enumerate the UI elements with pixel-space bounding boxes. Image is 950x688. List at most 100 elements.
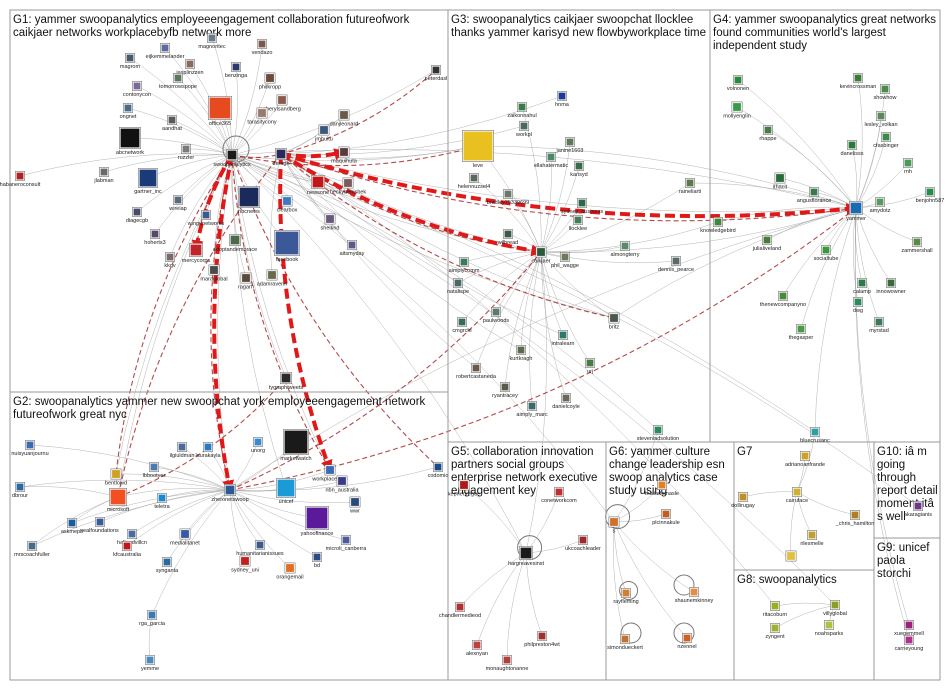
node-myrstad[interactable]: myrstad [869,317,889,334]
node-julialiveland[interactable]: julialiveland [752,235,781,252]
node-vendazo[interactable]: vendazo [252,39,273,56]
node-lbbootyer[interactable]: lbbootyer [143,462,166,479]
node-rhappe[interactable]: rhappe [759,125,777,142]
node-g7node[interactable] [785,550,797,562]
node-plcinnakule[interactable]: plcinnakule [652,509,680,526]
node-abcnetwork[interactable]: abcnetwork [116,127,144,156]
node-microli_canberra[interactable]: microli_canberra [326,535,368,552]
node-peterdasl[interactable]: peterdasl [425,65,448,82]
node-orangemail[interactable]: orangemail [276,562,304,581]
node-zyngent[interactable]: zyngent [765,623,785,640]
node-danielcoyle[interactable]: danielcoyle [552,393,580,410]
node-steveniadsolution[interactable]: steveniadsolution [637,425,680,442]
node-phil_wagge[interactable]: phil_wagge [551,252,579,269]
node-zaikonnahul[interactable]: zaikonnahul [507,102,537,119]
node-leve[interactable]: leve [462,130,494,169]
node-zammershall[interactable]: zammershall [901,237,933,254]
node-laurakayla[interactable]: laurakayla [195,442,221,459]
node-tarasitycony[interactable]: tarasitycony [247,107,277,126]
node-danjleonard[interactable]: danjleonard [330,109,359,128]
node-adamravenn[interactable]: adamravenn [257,269,288,288]
node-helennuzsel4[interactable]: helennuzsel4 [458,173,490,190]
node-chandlermedieod[interactable]: chandlermedieod [439,602,481,619]
node-karisyd[interactable]: karisyd [570,161,588,178]
node-dbrour[interactable]: dbrour [12,482,28,499]
node-jasplinzzen[interactable]: jasplinzzen [175,59,204,76]
node-benzinga[interactable]: benzinga [225,62,248,79]
node-synganta[interactable]: synganta [156,557,179,574]
node-unicef[interactable]: unicef [276,478,296,505]
node-almongterry[interactable]: almongterry [610,241,640,258]
node-gartner_inc[interactable]: gartner_inc [134,168,162,195]
node-zheronetswoop[interactable]: zheronetswoop [211,484,249,503]
node-hoherts3[interactable]: hoherts3 [144,229,166,246]
node-realfoundations[interactable]: realfoundations [81,517,119,534]
node-socialtube[interactable]: socialtube [814,245,839,262]
node-deragh[interactable]: deragh [272,148,290,167]
node-facebook[interactable]: facebook [274,230,300,263]
node-aandhat[interactable]: aandhat [162,115,182,132]
node-diagecgb[interactable]: diagecgb [126,207,148,224]
node-natalispe[interactable]: natalispe [447,278,469,295]
node-kepnertregoe[interactable]: kepnertregoe [448,479,480,498]
node-bradley75339699[interactable]: bradley75339699 [487,189,530,206]
node-rayfleming[interactable]: rayfleming [613,588,639,605]
node-caikjaer[interactable]: caikjaer [532,246,551,265]
node-mollyenglin[interactable]: mollyenglin [723,101,751,120]
node-ukcoachleader[interactable]: ukcoachleader [565,535,601,552]
node-nuisyuanjournu[interactable]: nuisyuanjournu [11,440,49,457]
node-showhow[interactable]: showhow [874,84,897,101]
node-calamp[interactable]: calamp [853,278,871,295]
node-jlabman[interactable]: jlabman [93,167,114,184]
node-hallandvillcn[interactable]: hallandvillcn [117,529,147,546]
node-jmhuitu[interactable]: jmhuitu [314,124,333,143]
node-medialitanet[interactable]: medialitanet [170,528,200,547]
node-britz[interactable]: britz [608,312,620,331]
node-ongnet[interactable]: ongnet [120,103,137,120]
node-villyglobal[interactable]: villyglobal [823,600,847,617]
node-lesley_volkan[interactable]: lesley_volkan [864,111,898,128]
node-thegasper[interactable]: thegasper [789,324,814,341]
node-aimply_marc[interactable]: aimply_marc [516,401,548,418]
node-angusflorance[interactable]: angusflorance [797,187,832,204]
node-urj[interactable]: urj [585,358,595,375]
node-workpl[interactable]: workpl [515,121,532,138]
node-eijkemmelander[interactable]: eijkemmelander [146,43,185,60]
node-ithacit[interactable]: ithacit [773,172,788,191]
node-philkropp[interactable]: philkropp [259,72,281,91]
node-unorg[interactable]: unorg [251,437,265,454]
node-maquihuta[interactable]: maquihuta [331,146,358,165]
node-thenewcompanyno[interactable]: thenewcompanyno [760,291,806,308]
node-shelknd[interactable]: shelknd [321,213,340,232]
node-tomorrowspope[interactable]: tomorrowspope [159,73,197,90]
node-simondueckert[interactable]: simondueckert [607,634,643,651]
node-paulwoods[interactable]: paulwoods [483,307,510,324]
node-ilgiuldman[interactable]: ilgiuldman [170,442,195,459]
node-innowowner[interactable]: innowowner [876,278,906,295]
node-cmgrchi[interactable]: cmgrchi [452,317,472,334]
node-nzennel[interactable]: nzennel [677,633,697,650]
node-workplacebyfb[interactable]: workplacebyfb [311,464,348,483]
node-carrieyoung[interactable]: carrieyoung [895,635,924,652]
node-danelisss[interactable]: danelisss [841,140,864,157]
node-yahoofinance[interactable]: yahoofinance [301,506,334,537]
node-adrianoanfrande[interactable]: adrianoanfrande [785,451,825,468]
node-dollirugay[interactable]: dollirugay [731,492,755,509]
node-beckybenishek[interactable]: beckybenishek [330,177,367,196]
node-codomio[interactable]: codomio [428,462,449,479]
node-mrscoachfuller[interactable]: mrscoachfuller [14,541,50,558]
node-intralearn[interactable]: intralearn [552,330,575,347]
node-rga_garcia[interactable]: rga_garcia [139,610,166,627]
node-raineliarti[interactable]: raineliarti [679,178,701,195]
node-ritacoburn[interactable]: ritacoburn [763,601,787,618]
node-dennis_pearce[interactable]: dennis_pearce [658,256,694,273]
node-noahsparks[interactable]: noahsparks [815,620,844,637]
node-wilbread[interactable]: wilbread [497,229,518,246]
node-kfcaustralia[interactable]: kfcaustralia [113,541,142,558]
node-marketwatch[interactable]: marketwatch [280,429,312,462]
node-sydney_business[interactable]: sydney_business [561,198,603,215]
node-gregs[interactable]: s [608,516,620,535]
node-bd[interactable]: bd [312,552,322,569]
node-cfasbinger[interactable]: cfasbinger [873,132,899,149]
node-nbn_australia[interactable]: nbn_australia [325,475,359,494]
